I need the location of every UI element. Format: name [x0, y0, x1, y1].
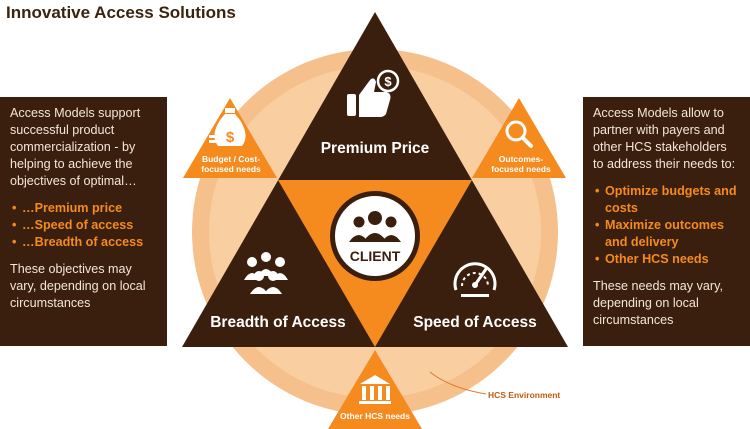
speed-of-access-label: Speed of Access: [413, 314, 537, 331]
premium-price-label: Premium Price: [320, 140, 430, 157]
svg-text:$: $: [384, 74, 392, 89]
budget-needs-line2: focused needs: [201, 164, 261, 174]
left-bullets: …Premium price …Speed of access …Breadth…: [10, 200, 157, 251]
svg-text:$: $: [226, 129, 235, 146]
right-intro: Access Models allow to partner with paye…: [593, 106, 736, 171]
thumbs-up-dollar-icon: $: [347, 69, 400, 117]
breadth-of-access-label: Breadth of Access: [210, 314, 346, 331]
other-hcs-needs-label: Other HCS needs: [340, 411, 410, 421]
budget-needs-label: Budget / Cost- focused needs: [194, 154, 268, 174]
client-circle: CLIENT: [330, 191, 420, 281]
right-footer: These needs may vary, depending on local…: [593, 279, 723, 327]
page-title: Innovative Access Solutions: [6, 3, 236, 22]
outcomes-needs-line1: Outcomes-: [498, 154, 544, 164]
people-group-icon: [244, 252, 288, 294]
left-bullet: …Premium price: [10, 200, 157, 217]
speedometer-icon: [453, 262, 497, 297]
outcomes-needs-line2: focused needs: [491, 164, 551, 174]
right-panel: Access Models allow to partner with paye…: [583, 97, 750, 346]
left-bullet: …Breadth of access: [10, 234, 157, 251]
left-bullet: …Speed of access: [10, 217, 157, 234]
other-hcs-triangle: [328, 350, 422, 429]
right-bullet: Other HCS needs: [593, 251, 740, 268]
right-bullet: Maximize outcomes and delivery: [593, 217, 740, 251]
right-bullet: Optimize budgets and costs: [593, 183, 740, 217]
money-bag-icon: $: [209, 108, 246, 146]
left-footer: These objectives may vary, depending on …: [10, 262, 146, 310]
hcs-environment-label: HCS Environment: [488, 390, 561, 400]
budget-needs-line1: Budget / Cost-: [201, 154, 261, 164]
environment-pointer: [429, 371, 487, 395]
right-bullets: Optimize budgets and costs Maximize outc…: [593, 183, 740, 268]
outcomes-needs-label: Outcomes- focused needs: [484, 154, 558, 174]
bank-building-icon: [359, 375, 391, 404]
client-group-icon: [349, 211, 401, 242]
client-label: CLIENT: [349, 248, 401, 264]
left-intro: Access Models support successful product…: [10, 106, 141, 188]
magnifier-icon: [505, 120, 533, 148]
left-panel: Access Models support successful product…: [0, 97, 167, 346]
